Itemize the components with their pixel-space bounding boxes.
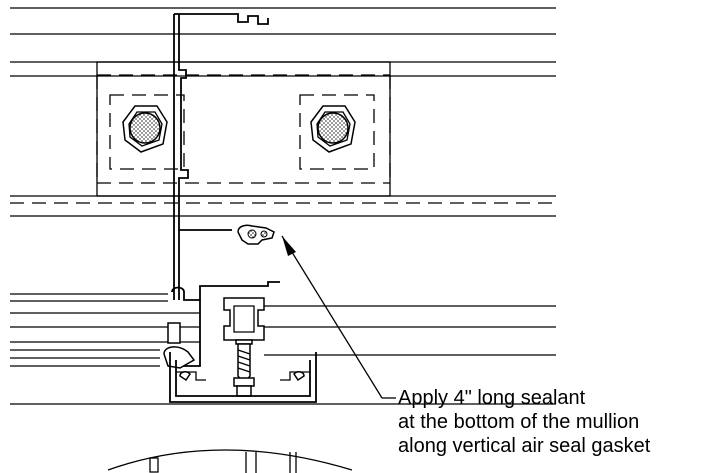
glazing-unit (163, 281, 280, 369)
callout-line-2: at the bottom of the mullion (398, 411, 640, 433)
bolt-washer-right (299, 94, 375, 170)
top-rail-lines (10, 7, 556, 77)
callout-line-3: along vertical air seal gasket (398, 435, 651, 457)
pressure-plate (223, 297, 265, 341)
snap-cover (169, 352, 317, 403)
callout-line-1: Apply 4" long sealant (398, 387, 586, 409)
bolt-washer-left (109, 94, 185, 170)
leader-arrow-icon (281, 235, 396, 399)
anchor-bolt-icon (310, 105, 356, 153)
sealant-callout: Apply 4" long sealant at the bottom of t… (398, 386, 650, 458)
anchor-clip (173, 13, 269, 300)
slab-lines (10, 195, 556, 217)
section-circle-arc (107, 449, 353, 473)
anchor-bolt-icon (122, 105, 168, 153)
fastener-screw-icon (233, 339, 255, 397)
gasket-icon (237, 224, 275, 245)
